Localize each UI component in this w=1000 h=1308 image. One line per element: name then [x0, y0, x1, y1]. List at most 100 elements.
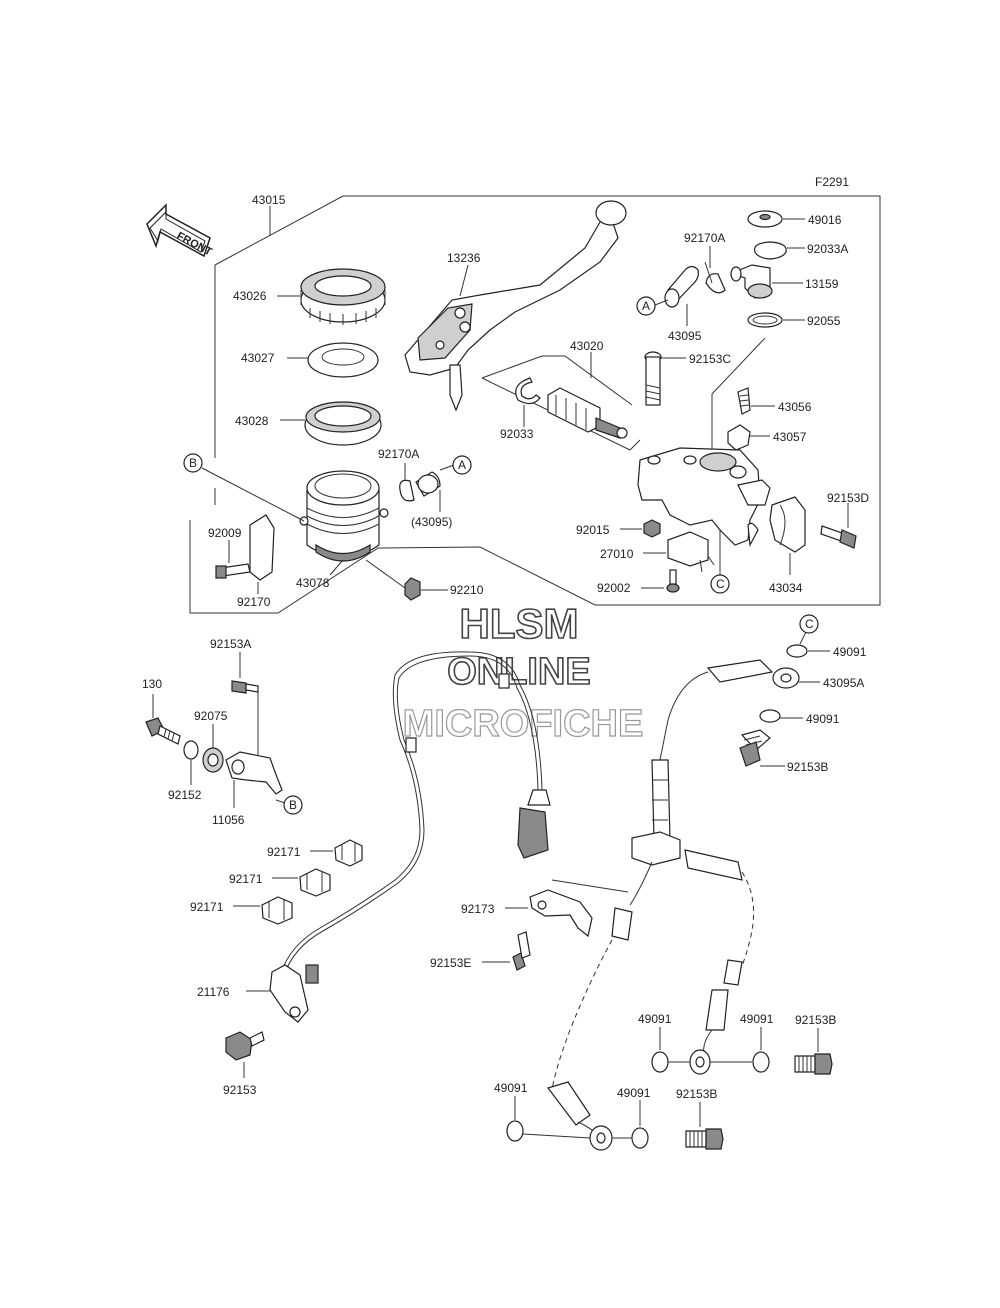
brake-hose — [547, 659, 774, 1139]
label-92153D: 92153D — [827, 491, 869, 505]
label-92153B-1: 92153B — [787, 760, 828, 774]
bolt-92153B-2 — [794, 1053, 833, 1075]
label-92153A: 92153A — [210, 637, 251, 651]
label-92153B-3: 92153B — [676, 1087, 717, 1101]
reservoir-body — [299, 470, 389, 562]
nut-92015 — [643, 519, 661, 538]
hose-43095 — [664, 265, 699, 308]
label-43095A: 43095A — [823, 676, 864, 690]
label-92170A-right: 92170A — [684, 231, 725, 245]
svg-text:HLSM: HLSM — [460, 600, 579, 647]
assembly-outline — [189, 195, 881, 614]
cap-49016 — [747, 210, 783, 228]
piston-assembly — [547, 387, 628, 439]
bolt-92153B-3 — [685, 1128, 724, 1150]
label-49091-4: 49091 — [740, 1012, 774, 1026]
label-130: 130 — [142, 677, 162, 691]
grommet-92210 — [404, 577, 421, 601]
reservoir-cap — [300, 268, 386, 325]
label-43026: 43026 — [233, 289, 267, 303]
clip-92171-2 — [299, 868, 331, 897]
label-92171-3: 92171 — [190, 900, 224, 914]
bolt-92153 — [225, 1031, 265, 1061]
hose-clamp-upper — [399, 471, 441, 502]
oring-92055 — [747, 312, 783, 328]
label-49091-6: 49091 — [617, 1086, 651, 1100]
svg-text:MICROFICHE: MICROFICHE — [403, 703, 644, 745]
label-43015: 43015 — [252, 193, 286, 207]
bolt-92153D — [820, 525, 857, 549]
callout-a-right — [636, 296, 656, 316]
diaphragm — [304, 401, 382, 446]
callout-c-lower — [799, 614, 819, 634]
label-43095: 43095 — [668, 329, 702, 343]
label-43057: 43057 — [773, 430, 807, 444]
washer-49091-6 — [631, 1127, 649, 1149]
label-92153E: 92153E — [430, 956, 471, 970]
label-92009: 92009 — [208, 526, 242, 540]
clip-92171-3 — [261, 896, 293, 925]
washer-49091-2 — [759, 709, 781, 723]
diaphragm-plate — [307, 342, 379, 378]
label-43027: 43027 — [241, 351, 275, 365]
label-49016: 49016 — [808, 213, 842, 227]
label-92153C: 92153C — [689, 352, 731, 366]
reservoir-bracket — [215, 514, 275, 581]
svg-text:C: C — [805, 617, 814, 631]
callout-a-upper — [452, 455, 472, 475]
bleeder-43056 — [737, 387, 751, 415]
label-21176: 21176 — [197, 985, 230, 999]
label-92153B-2: 92153B — [795, 1013, 836, 1027]
circlip-92033A — [753, 241, 787, 260]
svg-text:B: B — [189, 456, 197, 470]
washer-49091-3 — [651, 1051, 669, 1073]
label-49091-2: 49091 — [806, 712, 840, 726]
hose-clamp-92170A — [704, 261, 726, 294]
callout-b-upper — [183, 453, 203, 473]
svg-text:ONLINE: ONLINE — [447, 651, 591, 693]
label-92210: 92210 — [450, 583, 484, 597]
label-13236: 13236 — [447, 251, 481, 265]
svg-text:B: B — [289, 798, 297, 812]
label-49091-1: 49091 — [833, 645, 867, 659]
circlip-92033 — [515, 377, 541, 405]
label-43020: 43020 — [570, 339, 604, 353]
clamp-43034 — [769, 496, 806, 553]
fitting-13159 — [730, 264, 773, 299]
label-27010: 27010 — [600, 547, 634, 561]
screw-92002 — [666, 569, 680, 593]
screw-92153A — [231, 680, 259, 694]
label-92033: 92033 — [500, 427, 534, 441]
callout-c-upper — [710, 574, 730, 594]
abs-sensor-cable — [269, 651, 551, 1023]
label-92033A: 92033A — [807, 242, 848, 256]
label-92002: 92002 — [597, 581, 631, 595]
bolt-130 — [145, 717, 181, 745]
svg-text:A: A — [458, 458, 466, 472]
svg-text:C: C — [716, 577, 725, 591]
label-92170: 92170 — [237, 595, 271, 609]
washer-92152 — [183, 740, 199, 760]
grommet-92075 — [202, 747, 224, 773]
svg-text:A: A — [642, 299, 650, 313]
washer-49091-1 — [786, 644, 808, 658]
front-arrow-icon: FRONT — [146, 203, 214, 259]
watermark: HLSM ONLINE MICROFICHE — [402, 599, 644, 745]
label-92055: 92055 — [807, 314, 841, 328]
switch-27010 — [667, 531, 715, 573]
bolt-92153B-1 — [739, 729, 771, 767]
banjo-43095A — [772, 667, 800, 689]
washer-49091-4 — [752, 1051, 770, 1073]
label-92171-1: 92171 — [267, 845, 301, 859]
master-cylinder-body — [637, 447, 771, 548]
label-92015: 92015 — [576, 523, 610, 537]
label-92075: 92075 — [194, 709, 228, 723]
piston-box — [481, 355, 633, 406]
banjo-lower-right — [689, 1049, 711, 1075]
bracket-92173 — [529, 889, 593, 938]
label-49091-3: 49091 — [638, 1012, 672, 1026]
label-43056: 43056 — [778, 400, 812, 414]
label-43095-paren: (43095) — [411, 515, 452, 529]
bracket-11056 — [225, 751, 283, 795]
label-92152: 92152 — [168, 788, 202, 802]
